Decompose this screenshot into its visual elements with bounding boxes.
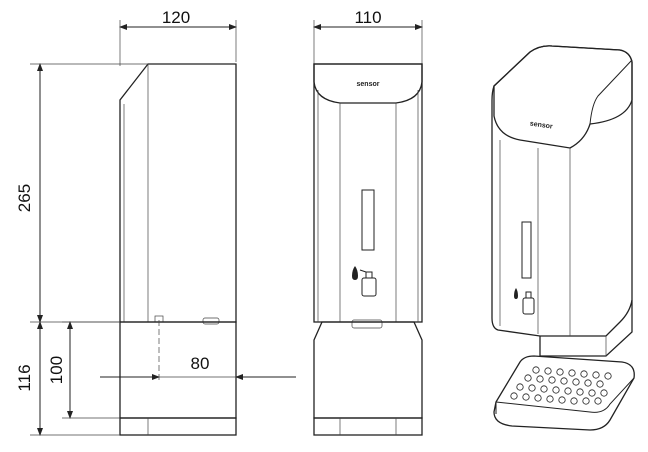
iso-drip-tray (493, 355, 635, 431)
iso-cap (493, 45, 633, 149)
dimension-label-265: 265 (15, 184, 34, 212)
soap-drop-icon (352, 266, 377, 297)
dimension-label-80: 80 (191, 354, 210, 373)
iso-soap-icon (514, 288, 535, 315)
front-level-window (361, 189, 375, 251)
dimension-height-total-base: 116 (15, 321, 120, 436)
dimension-side-width: 120 (119, 8, 237, 66)
dimension-label-116: 116 (15, 364, 34, 391)
front-view: 110 sensor (313, 8, 423, 436)
dimension-front-width: 110 (313, 8, 423, 66)
side-view: 120 80 265 (15, 8, 296, 436)
iso-level-window (521, 221, 532, 279)
iso-body (491, 45, 633, 337)
dimension-depth: 80 (100, 354, 296, 380)
dimension-label-120: 120 (162, 8, 190, 27)
dimension-label-110: 110 (354, 8, 381, 27)
front-brand-logo: sensor (357, 81, 380, 88)
front-base (313, 321, 423, 419)
side-base (119, 321, 237, 419)
iso-brand-logo: sensor (529, 120, 553, 130)
dimension-height-base: 100 (47, 321, 120, 419)
tray-holes (510, 366, 612, 405)
side-body (119, 63, 237, 323)
dimension-height-main: 265 (15, 63, 148, 323)
dimension-label-100: 100 (47, 356, 66, 384)
isometric-view: sensor (491, 45, 635, 431)
